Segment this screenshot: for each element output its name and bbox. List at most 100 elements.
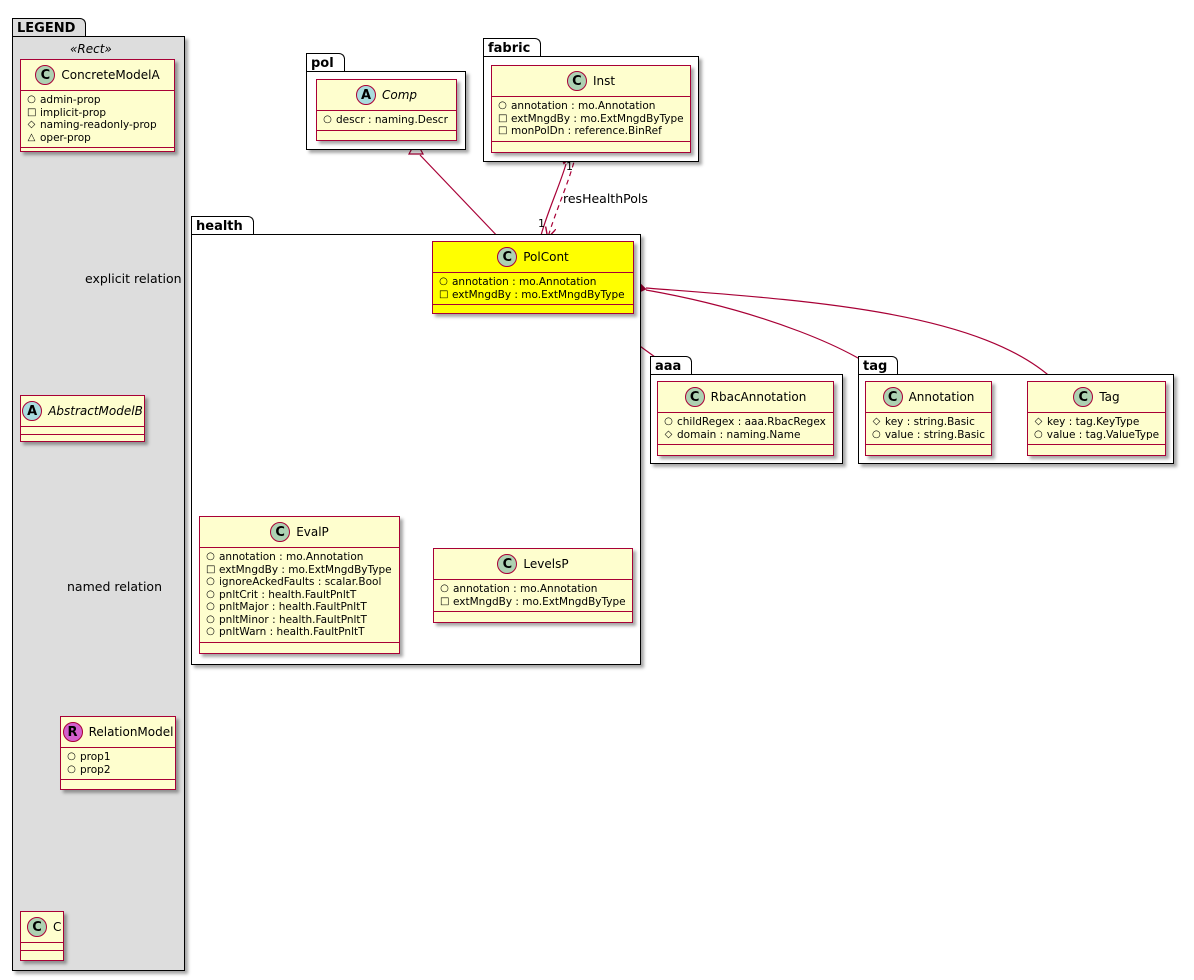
attribute-row: ○value : tag.ValueType	[1034, 429, 1159, 442]
public-visibility-icon: ○	[872, 428, 881, 440]
attribute-row: □extMngdBy : mo.ExtMngdByType	[439, 289, 627, 302]
class-attributes: ◇key : tag.KeyType ○value : tag.ValueTyp…	[1028, 413, 1165, 445]
package-legend: LEGEND	[12, 18, 185, 971]
attribute-text: value : string.Basic	[884, 428, 985, 441]
public-visibility-icon: ○	[439, 276, 448, 287]
composition-polcont-tag-edge	[645, 287, 1056, 382]
class-circle-icon: C	[1073, 387, 1094, 407]
attribute-row: ○childRegex : aaa.RbacRegex	[664, 416, 827, 429]
class-annotation[interactable]: C Annotation ◇key : string.Basic ○value …	[865, 381, 992, 456]
protected-visibility-icon: ◇	[27, 119, 36, 130]
class-methods	[21, 435, 144, 442]
private-visibility-icon: □	[27, 106, 37, 118]
attribute-row: ◇key : string.Basic	[872, 416, 985, 429]
attribute-text: implicit-prop	[40, 106, 107, 119]
class-attributes: ○annotation : mo.Annotation □extMngdBy :…	[433, 273, 633, 305]
private-visibility-icon: □	[439, 288, 449, 300]
public-visibility-icon: ○	[206, 588, 215, 600]
public-visibility-icon: ○	[206, 601, 215, 612]
attribute-row: ○pnltWarn : health.FaultPnltT	[206, 626, 393, 639]
class-header: C C	[21, 912, 63, 943]
class-name: LevelsP	[523, 557, 569, 571]
attribute-text: annotation : mo.Annotation	[219, 551, 364, 563]
class-abstract-model-b[interactable]: A AbstractModelB	[20, 395, 145, 442]
class-circle-icon: C	[566, 71, 587, 91]
attribute-row: ◇key : tag.KeyType	[1034, 416, 1159, 429]
attribute-text: extMngdBy : mo.ExtMngdByType	[511, 112, 684, 125]
multiplicity-top: 1	[566, 160, 573, 173]
attribute-text: annotation : mo.Annotation	[453, 583, 598, 595]
attribute-row: ○ annotation : mo.Annotation	[206, 551, 393, 564]
explicit-relation-label: explicit relation	[85, 271, 182, 286]
package-tag-tab: tag	[858, 356, 899, 375]
composition-inst-polcont-edge	[539, 163, 567, 240]
private-visibility-icon: □	[498, 125, 508, 136]
class-header: A AbstractModelB	[21, 396, 144, 427]
protected-visibility-icon: ◇	[664, 428, 673, 440]
class-header: C EvalP	[200, 517, 399, 548]
public-visibility-icon: ○	[664, 416, 673, 427]
class-inst[interactable]: C Inst ○annotation : mo.Annotation □extM…	[491, 65, 691, 153]
class-name: Comp	[381, 88, 418, 102]
attribute-text: admin-prop	[40, 94, 101, 106]
class-circle-icon: C	[35, 65, 56, 85]
public-visibility-icon: ○	[206, 551, 215, 562]
attribute-text: pnltMajor : health.FaultPnltT	[219, 601, 367, 613]
abstract-circle-icon: A	[22, 401, 43, 421]
class-methods	[317, 131, 456, 138]
class-c[interactable]: C C	[20, 911, 64, 961]
private-visibility-icon: □	[498, 112, 508, 124]
attribute-row: ◇domain : naming.Name	[664, 429, 827, 442]
class-attributes	[21, 427, 144, 435]
class-attributes: ○annotation : mo.Annotation □extMngdBy :…	[200, 548, 399, 643]
attribute-text: key : string.Basic	[885, 416, 975, 428]
attribute-row: ○annotation : mo.Annotation	[439, 276, 627, 289]
class-name: RbacAnnotation	[710, 390, 807, 404]
attribute-row: ○ignoreAckedFaults : scalar.Bool	[206, 576, 393, 589]
public-visibility-icon: ○	[1034, 428, 1043, 440]
public-visibility-icon: ○	[27, 94, 36, 105]
attribute-row: ○pnltMinor : health.FaultPnltT	[206, 614, 393, 627]
class-rbac-annotation[interactable]: C RbacAnnotation ○childRegex : aaa.RbacR…	[657, 381, 834, 456]
class-levelsp[interactable]: C LevelsP ○annotation : mo.Annotation □e…	[433, 548, 633, 623]
attribute-row: ○annotation : mo.Annotation	[440, 583, 626, 596]
class-circle-icon: C	[27, 917, 47, 937]
class-methods	[433, 305, 633, 312]
class-header: R RelationModel	[61, 717, 175, 748]
class-attributes: ○ admin-prop □implicit-prop ◇ naming-reado…	[21, 91, 174, 148]
class-methods	[866, 445, 991, 452]
attribute-text: ignoreAckedFaults : scalar.Bool	[219, 576, 382, 588]
class-methods	[434, 612, 632, 619]
attribute-text: key : tag.KeyType	[1047, 416, 1140, 428]
attribute-row: ○prop1	[67, 751, 169, 764]
inheritance-edge	[419, 154, 503, 242]
class-name: Inst	[592, 74, 616, 88]
attribute-row: □extMngdBy : mo.ExtMngdByType	[498, 113, 684, 126]
class-comp[interactable]: A Comp ○descr : naming.Descr	[316, 79, 457, 141]
attribute-text: naming-readonly-prop	[40, 119, 157, 131]
attribute-text: value : tag.ValueType	[1046, 428, 1160, 441]
class-concrete-model-a[interactable]: C ConcreteModelA ○admin-prop □implicit-p…	[20, 59, 175, 152]
multiplicity-bottom: 1	[538, 217, 545, 230]
class-circle-icon: C	[684, 387, 705, 407]
class-header: C Tag	[1028, 382, 1165, 413]
public-visibility-icon: ○	[206, 613, 215, 625]
class-methods	[492, 142, 690, 149]
attribute-text: pnltCrit : health.FaultPnltT	[219, 588, 357, 601]
package-legend-tab: LEGEND	[12, 18, 87, 37]
package-pol-tab: pol	[306, 53, 345, 72]
class-methods	[21, 148, 174, 155]
class-polcont[interactable]: C PolCont ○annotation : mo.Annotation □e…	[432, 241, 634, 314]
class-attributes	[21, 943, 63, 951]
public-visibility-icon: ○	[67, 763, 76, 775]
class-evalp[interactable]: C EvalP ○annotation : mo.Annotation □ext…	[199, 516, 400, 654]
class-attributes: ◇key : string.Basic ○value : string.Basi…	[866, 413, 991, 445]
class-attributes: ○prop1 ○prop2	[61, 748, 175, 780]
private-visibility-icon: □	[206, 563, 216, 575]
public-visibility-icon: ○	[206, 626, 215, 637]
class-attributes: ○descr : naming.Descr	[317, 111, 456, 131]
class-circle-icon: C	[497, 247, 518, 267]
class-relation-model[interactable]: R RelationModel ○prop1 ○prop2	[60, 716, 176, 790]
class-tag[interactable]: C Tag ◇key : tag.KeyType ○value : tag.Va…	[1027, 381, 1166, 456]
attribute-row: □monPolDn : reference.BinRef	[498, 125, 684, 138]
